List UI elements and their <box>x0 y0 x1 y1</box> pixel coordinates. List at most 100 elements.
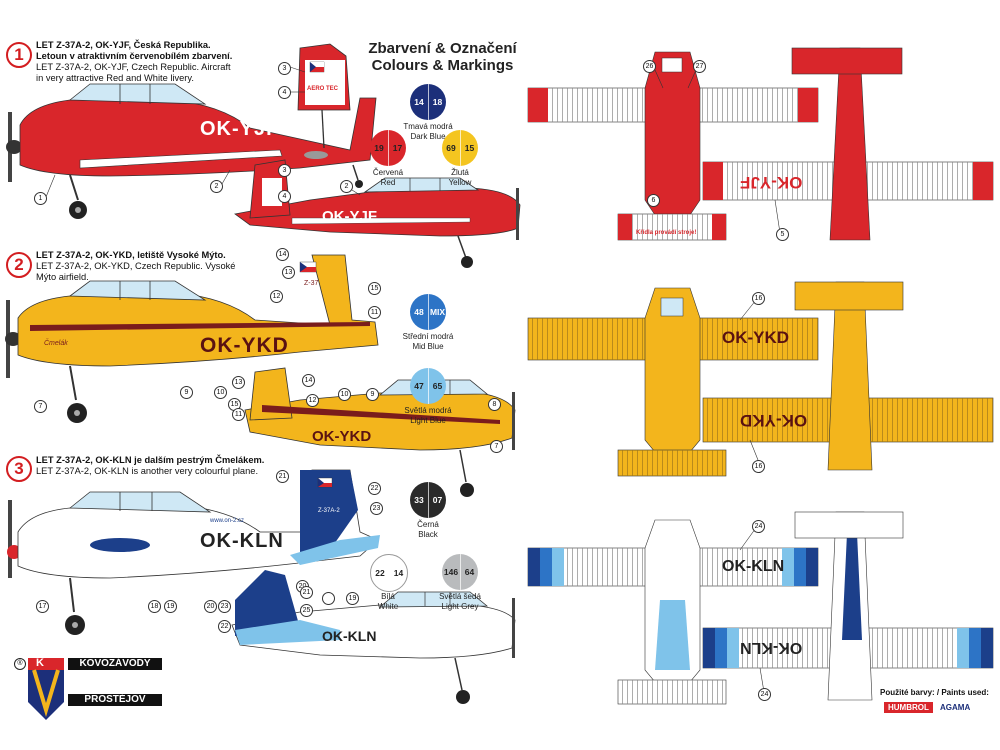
scheme-description-3: LET Z-37A-2, OK-KLN je dalším pestrým Čm… <box>36 455 316 477</box>
callout-marker: 12 <box>270 290 283 303</box>
registration-ok-ykd-bottom: OK-YKD <box>740 411 808 430</box>
scheme-number-1: 1 <box>6 42 32 68</box>
tail-marking-z37a2: Z-37A-2 <box>318 508 340 514</box>
callout-marker: 14 <box>276 248 289 261</box>
callout-marker <box>322 592 335 605</box>
registration-ok-kln-small: OK-KLN <box>322 628 377 644</box>
swatch-name-en: Light Grey <box>441 601 479 611</box>
swatch-name-cz: Červená <box>372 168 404 177</box>
scheme3-side-view-small <box>231 570 516 704</box>
registration-ok-kln-large: OK-KLN <box>200 530 284 552</box>
callout-marker: 21 <box>300 586 313 599</box>
registration-ok-kln-bottom: OK-KLN <box>740 639 803 656</box>
paints-used-note: Použité barvy: / Paints used: <box>880 688 989 697</box>
swatch-code-agama: 18 <box>428 84 446 120</box>
callout-marker: 14 <box>302 374 315 387</box>
swatch-name-en: White <box>377 601 399 611</box>
callout-marker: 8 <box>488 398 501 411</box>
callout-marker: 19 <box>346 592 359 605</box>
scheme-number-3: 3 <box>6 456 32 482</box>
scheme2-line3: Mýto airfield. <box>36 272 89 282</box>
swatch-code-humbrol: 48 <box>414 307 424 317</box>
registration-ok-ykd-large: OK-YKD <box>200 334 289 357</box>
swatch-name-en: Red <box>380 177 396 187</box>
logo-line2: PROSTĚJOV <box>68 694 162 706</box>
callout-marker: 25 <box>300 604 313 617</box>
page-title: Zbarvení & Označení Colours & Markings <box>360 40 525 74</box>
scheme1-side-view-large <box>6 83 377 219</box>
scheme3-line1: LET Z-37A-2, OK-KLN je dalším pestrým Čm… <box>36 455 265 465</box>
callout-marker: 11 <box>232 408 245 421</box>
colour-swatch: 14 18 <box>410 84 446 120</box>
registered-mark-icon: ® <box>14 658 26 670</box>
tail-marking-aerotec: AERO TEC <box>307 86 339 92</box>
callout-marker: 27 <box>693 60 706 73</box>
scheme1-bottom-view <box>702 47 994 241</box>
callout-marker: 3 <box>278 164 291 177</box>
swatch-name-cz: Tmavá modrá <box>403 122 453 131</box>
callout-marker: 20 <box>204 600 217 613</box>
callout-marker: 26 <box>643 60 656 73</box>
callout-marker: 9 <box>366 388 379 401</box>
scheme2-line2: LET Z-37A-2, OK-YKD, Czech Republic. Vys… <box>36 261 236 271</box>
registration-ok-yjf-large: OK-YJF <box>200 118 280 140</box>
fuselage-web-address: www.on-2.cz <box>210 518 245 524</box>
registration-ok-yjf-bottom: OK-YJF <box>740 173 803 192</box>
callout-marker: 21 <box>276 470 289 483</box>
callout-marker: 4 <box>278 190 291 203</box>
callout-marker: 16 <box>752 460 765 473</box>
swatch-code-humbrol: 14 <box>414 97 424 107</box>
swatch-name-en: Black <box>418 529 438 539</box>
swatch-code-agama: 65 <box>428 368 446 404</box>
callout-marker: 15 <box>368 282 381 295</box>
swatch-name-cz: Bílá <box>381 592 395 601</box>
swatch-code-agama: 15 <box>460 130 478 166</box>
callout-marker: 2 <box>210 180 223 193</box>
callout-marker: 3 <box>278 62 291 75</box>
callout-marker: 22 <box>218 620 231 633</box>
callout-marker: 7 <box>490 440 503 453</box>
callout-marker: 2 <box>340 180 353 193</box>
callout-marker: 13 <box>232 376 245 389</box>
scheme-number-2: 2 <box>6 252 32 278</box>
callout-marker: 11 <box>368 306 381 319</box>
title-english: Colours & Markings <box>371 57 514 74</box>
callout-marker: 5 <box>776 228 789 241</box>
scheme3-line2: LET Z-37A-2, OK-KLN is another very colo… <box>36 466 259 476</box>
swatch-code-agama: 17 <box>388 130 406 166</box>
swatch-name-en: Light Blue <box>410 415 446 425</box>
cowl-marking-cmelak: Čmelák <box>44 340 68 347</box>
scheme1-line4: in very attractive Red and White livery. <box>36 73 194 83</box>
callout-marker: 4 <box>278 86 291 99</box>
swatch-code-agama: MIX <box>428 294 446 330</box>
registration-ok-ykd-top: OK-YKD <box>722 328 790 347</box>
callout-marker: 24 <box>758 688 771 701</box>
scheme2-bottom-view <box>702 281 994 471</box>
logo-letter: K <box>36 657 44 669</box>
manufacturer-logo: ® K KOVOZÁVODY PROSTĚJOV <box>14 657 164 728</box>
scheme3-top-view <box>527 519 819 705</box>
scheme-description-1: LET Z-37A-2, OK-YJF, Česká Republika. Le… <box>36 40 301 84</box>
scheme1-top-view <box>527 51 819 241</box>
callout-marker: 10 <box>338 388 351 401</box>
callout-marker: 1 <box>34 192 47 205</box>
scheme1-line1: LET Z-37A-2, OK-YJF, Česká Republika. <box>36 40 211 50</box>
shield-icon <box>28 658 64 720</box>
callout-marker: 24 <box>752 520 765 533</box>
callout-marker: 19 <box>164 600 177 613</box>
swatch-name-en: Mid Blue <box>412 341 444 351</box>
swatch-name-en: Yellow <box>448 177 472 187</box>
swatch-name-cz: Střední modrá <box>402 332 454 341</box>
scheme1-line3: LET Z-37A-2, OK-YJF, Czech Republic. Air… <box>36 62 231 72</box>
callout-marker: 18 <box>148 600 161 613</box>
